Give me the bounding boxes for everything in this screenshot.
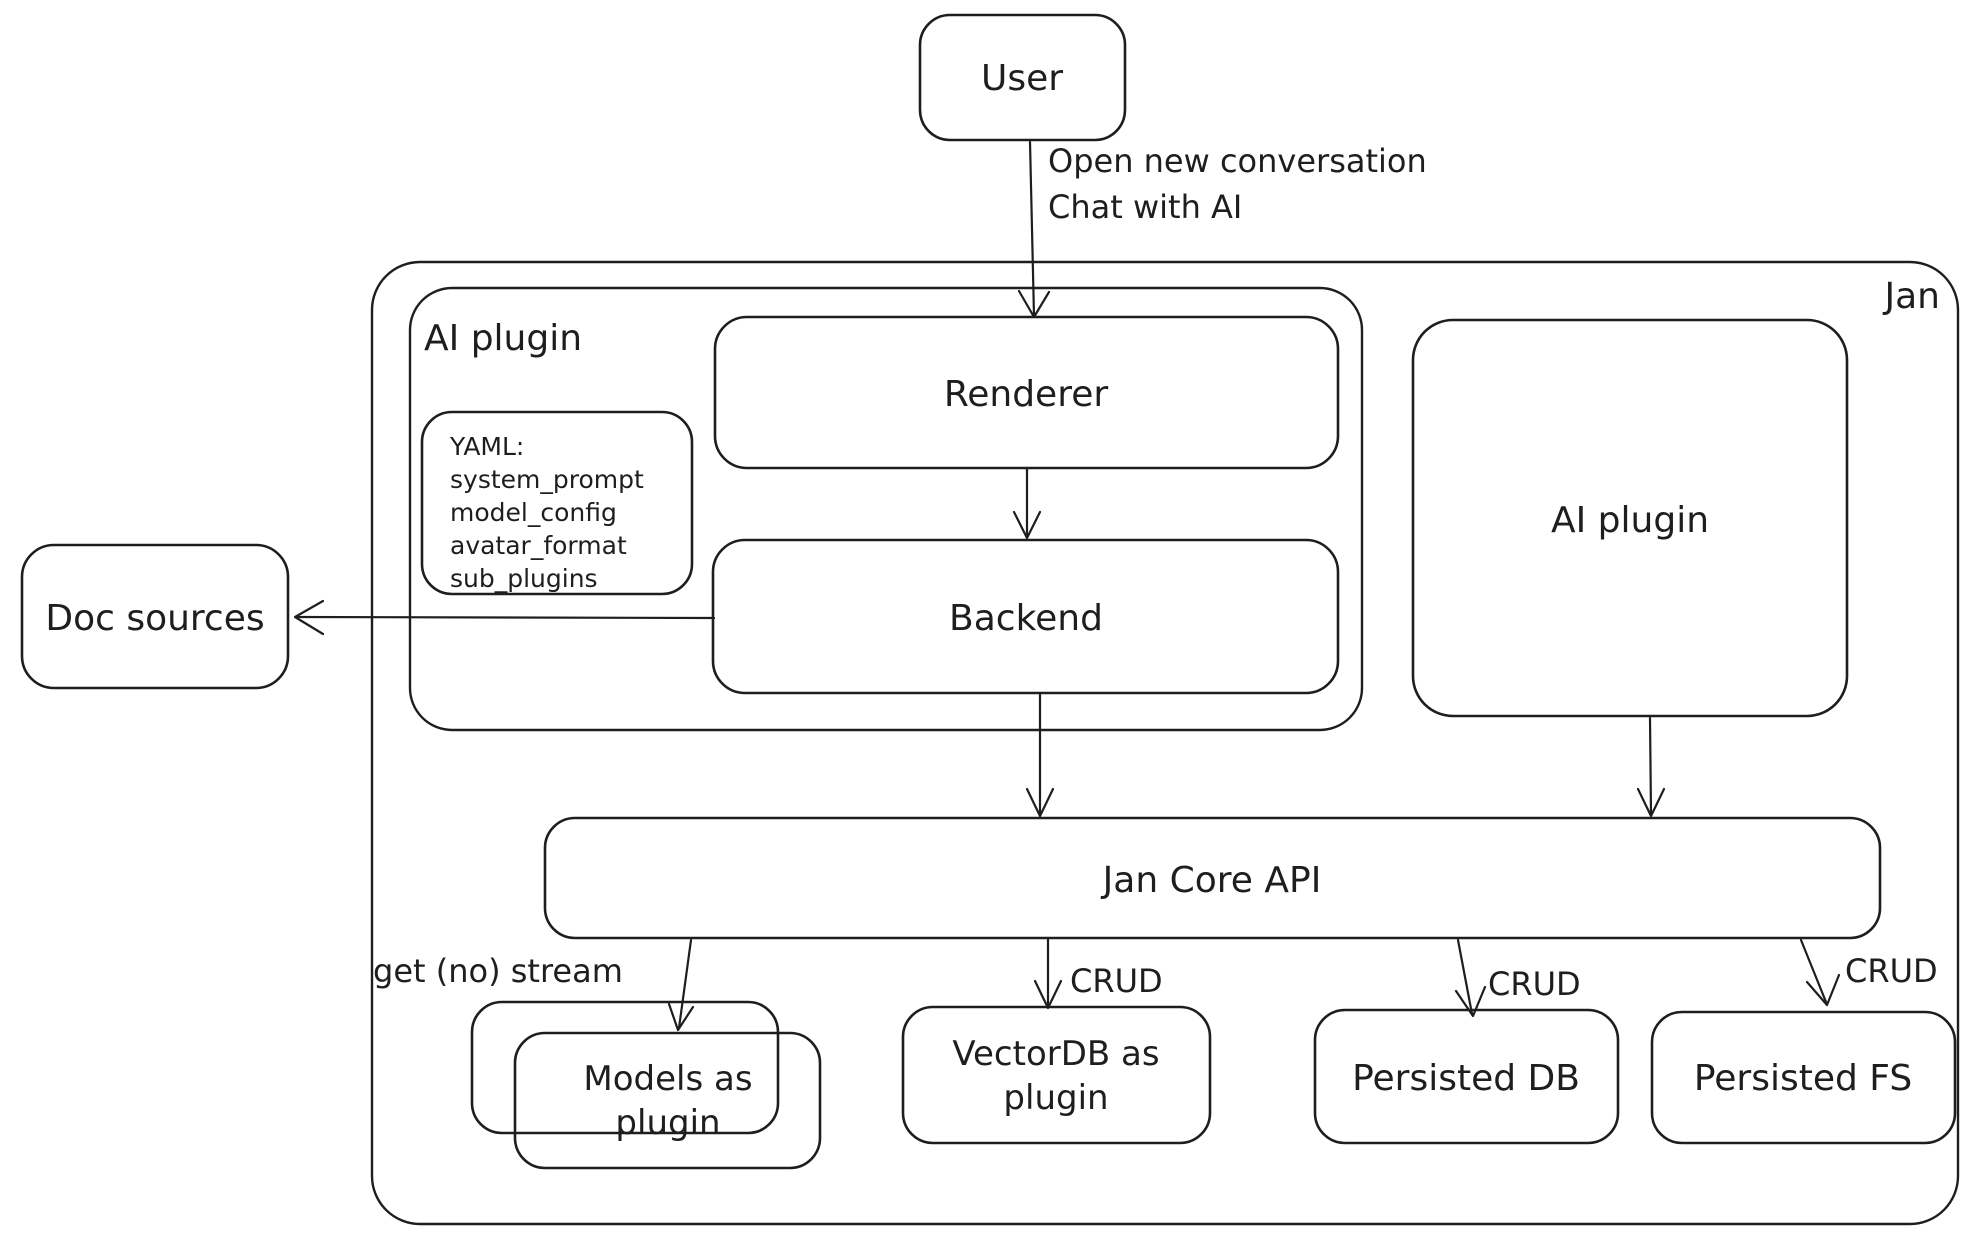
ai-plugin-right-node-box — [1411, 318, 1849, 718]
arrowhead-icon — [667, 1002, 695, 1032]
arrow-shaft — [1028, 140, 1036, 318]
arrowhead-icon — [1012, 510, 1042, 540]
persisted-fs-label: Persisted FS — [1694, 1058, 1912, 1099]
arrow-user-to-renderer: Open new conversation Chat with AI — [1017, 140, 1427, 319]
vectordb-as-plugin-label: VectorDB as — [952, 1034, 1159, 1074]
jan-core-api-node: Jan Core API — [543, 816, 1882, 940]
vectordb-as-plugin-box — [901, 1005, 1212, 1145]
arrow-renderer-to-backend — [1012, 466, 1042, 540]
edge-label-crud-persisted-fs: CRUD — [1845, 952, 1938, 990]
yaml-note: YAML: system_prompt model_config avatar_… — [420, 410, 694, 596]
arrow-shaft — [1456, 938, 1474, 1016]
arrowhead-icon — [1017, 289, 1051, 319]
backend-node: Backend — [711, 538, 1340, 695]
renderer-node: Renderer — [713, 315, 1340, 470]
arrow-api-to-models: get (no) stream — [373, 938, 695, 1032]
arrow-shaft — [1799, 938, 1828, 1004]
models-as-plugin-node: Models as plugin — [470, 1000, 822, 1170]
persisted-db-label: Persisted DB — [1352, 1058, 1580, 1099]
arrowhead-icon — [293, 599, 325, 636]
jan-core-api-node-label: Jan Core API — [1101, 860, 1322, 901]
models-as-plugin-label: plugin — [615, 1103, 720, 1143]
arrow-backend-to-doc-sources — [293, 599, 716, 636]
models-as-plugin-label: Models as — [583, 1059, 752, 1099]
arrowhead-icon — [1025, 787, 1055, 818]
ai-plugin-group-box — [408, 286, 1364, 732]
edge-label-chat-with-ai: Chat with AI — [1048, 188, 1242, 226]
arrow-api-to-vectordb: CRUD — [1033, 938, 1163, 1010]
user-node: User — [918, 13, 1127, 142]
ai-plugin-right-node: AI plugin — [1411, 318, 1849, 718]
persisted-fs-node: Persisted FS — [1650, 1010, 1957, 1145]
vectordb-as-plugin-node: VectorDB as plugin — [901, 1005, 1212, 1145]
yaml-note-line: sub_plugins — [450, 564, 598, 593]
arrow-ai-plugin-right-to-jan-core-api — [1636, 716, 1666, 818]
persisted-db-box — [1313, 1008, 1620, 1145]
doc-sources-node: Doc sources — [20, 543, 290, 690]
arrow-api-to-persisted-fs: CRUD — [1799, 938, 1938, 1007]
arrow-shaft — [295, 615, 716, 620]
arrowhead-icon — [1636, 787, 1666, 818]
user-node-label: User — [981, 58, 1063, 99]
edge-label-get-no-stream: get (no) stream — [373, 952, 623, 990]
yaml-note-box — [420, 410, 694, 596]
jan-container-label: Jan — [1883, 276, 1941, 317]
user-node-box — [918, 13, 1127, 142]
ai-plugin-right-node-label: AI plugin — [1551, 500, 1709, 541]
persisted-db-node: Persisted DB — [1313, 1008, 1620, 1145]
yaml-note-line: YAML: — [449, 432, 524, 461]
edge-label-crud-vectordb: CRUD — [1070, 962, 1163, 1000]
models-as-plugin-front-box — [513, 1031, 822, 1170]
edge-label-open-new-conversation: Open new conversation — [1048, 142, 1427, 180]
jan-container: Jan — [370, 260, 1960, 1226]
ai-plugin-group-label: AI plugin — [424, 318, 582, 359]
yaml-note-line: avatar_format — [450, 531, 627, 560]
jan-core-api-node-box — [543, 816, 1882, 940]
yaml-note-line: system_prompt — [450, 465, 644, 494]
doc-sources-node-box — [20, 543, 290, 690]
arrowhead-icon — [1454, 985, 1487, 1018]
arrow-shaft — [1648, 716, 1653, 816]
arrow-backend-to-jan-core-api — [1025, 692, 1055, 818]
yaml-note-line: model_config — [450, 498, 617, 527]
backend-node-label: Backend — [949, 598, 1103, 639]
ai-plugin-group: AI plugin — [408, 286, 1364, 732]
models-as-plugin-back-box — [470, 1000, 780, 1135]
jan-container-box — [370, 260, 1960, 1226]
arrowhead-icon — [1805, 973, 1841, 1007]
doc-sources-node-label: Doc sources — [45, 598, 264, 639]
persisted-fs-box — [1650, 1010, 1957, 1145]
edge-label-crud-persisted-db: CRUD — [1488, 965, 1581, 1003]
arrowhead-icon — [1033, 979, 1063, 1010]
renderer-node-label: Renderer — [944, 374, 1109, 415]
backend-node-box — [711, 538, 1340, 695]
arrow-api-to-persisted-db: CRUD — [1454, 938, 1581, 1018]
vectordb-as-plugin-label: plugin — [1003, 1078, 1108, 1118]
arrow-shaft — [677, 938, 693, 1030]
